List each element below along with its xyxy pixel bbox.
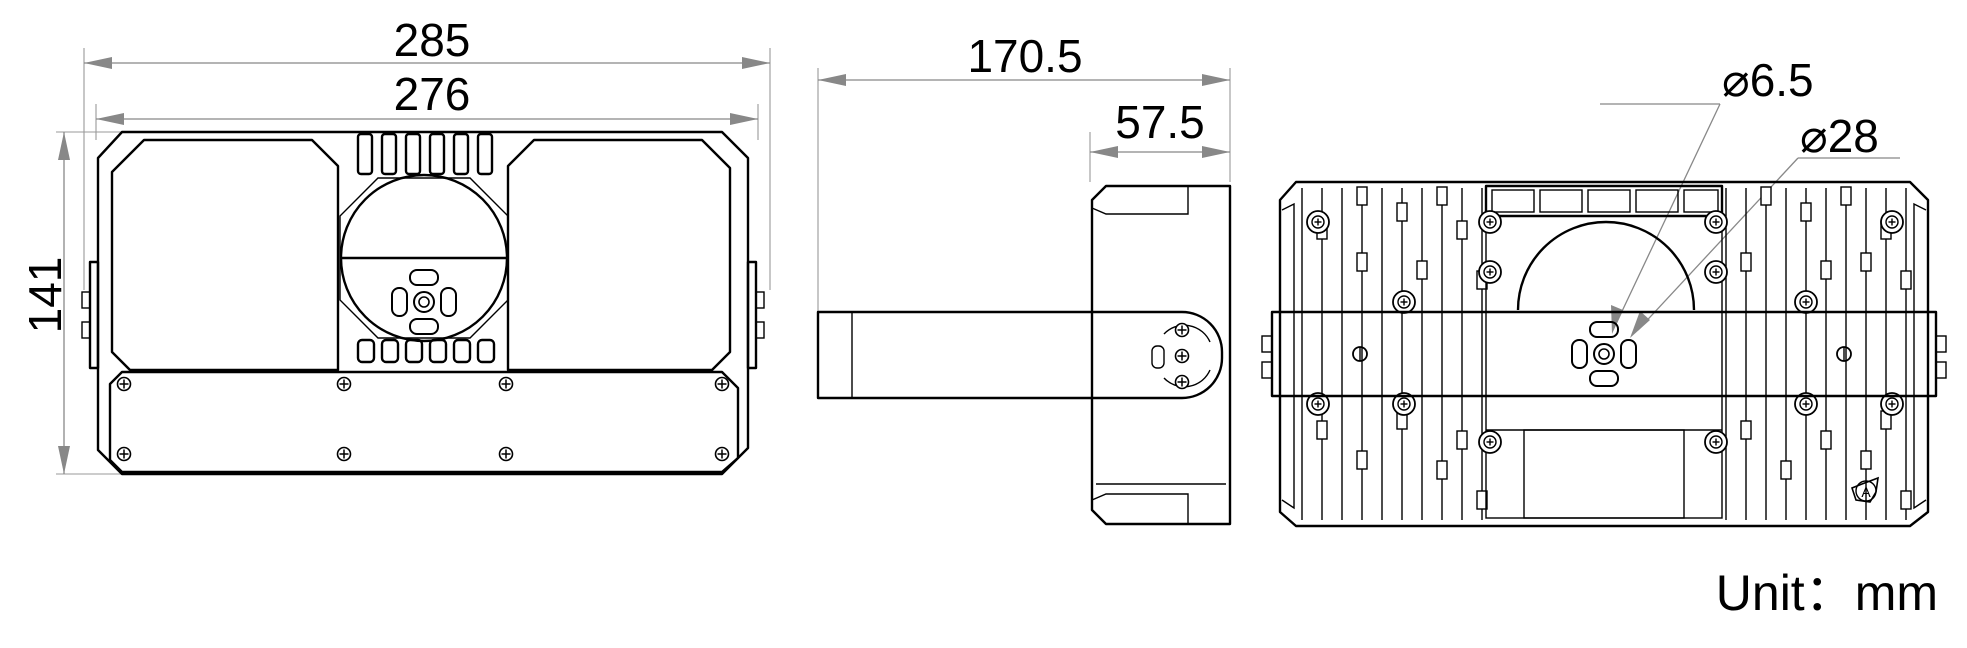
unit-label: Unit：mm	[1716, 565, 1938, 621]
heat-sink-fins	[1301, 186, 1912, 520]
side-housing	[1090, 184, 1232, 526]
badge-a: A	[1851, 476, 1879, 503]
dimension-side-depth: 170.5	[817, 30, 1231, 312]
height-label: 141	[19, 257, 71, 334]
side-depth-label: 170.5	[967, 30, 1082, 82]
dimension-overall-width: 285	[83, 14, 771, 290]
overall-width-label: 285	[394, 14, 471, 66]
body-width-label: 276	[394, 68, 471, 120]
bracket-depth-label: 57.5	[1115, 96, 1205, 148]
top-housing	[1278, 180, 1930, 528]
top-center-vents	[1484, 184, 1724, 218]
dimension-height: 141	[19, 131, 124, 475]
bar-end-hole-left	[1352, 346, 1368, 362]
left-lens	[110, 138, 340, 372]
side-bracket-arm	[816, 310, 1224, 400]
driver-box	[108, 370, 740, 474]
front-hub-icon	[391, 269, 457, 335]
top-view: ⌀6.5 ⌀28	[1261, 54, 1947, 528]
dimension-body-width: 276	[95, 68, 759, 140]
dimension-bracket-depth: 57.5	[1089, 96, 1230, 182]
callout-hole-small: ⌀6.5	[1600, 54, 1814, 334]
front-view: 285 276 141	[19, 14, 771, 476]
badge-letter: A	[1861, 484, 1871, 500]
front-housing	[96, 130, 750, 476]
hole-large-label: ⌀28	[1800, 110, 1879, 162]
top-mounting-bar	[1270, 310, 1938, 398]
top-lamp-dome	[1516, 220, 1696, 311]
front-bottom-vents	[356, 338, 496, 364]
hole-small-label: ⌀6.5	[1722, 54, 1814, 106]
side-pivot	[1151, 322, 1211, 390]
callout-hole-large: ⌀28	[1630, 110, 1900, 338]
bar-end-hole-right	[1836, 346, 1852, 362]
right-lens	[506, 138, 732, 372]
side-view: 170.5 57.5	[816, 30, 1232, 526]
top-hub-icon	[1571, 321, 1637, 387]
front-top-vents	[356, 132, 494, 176]
